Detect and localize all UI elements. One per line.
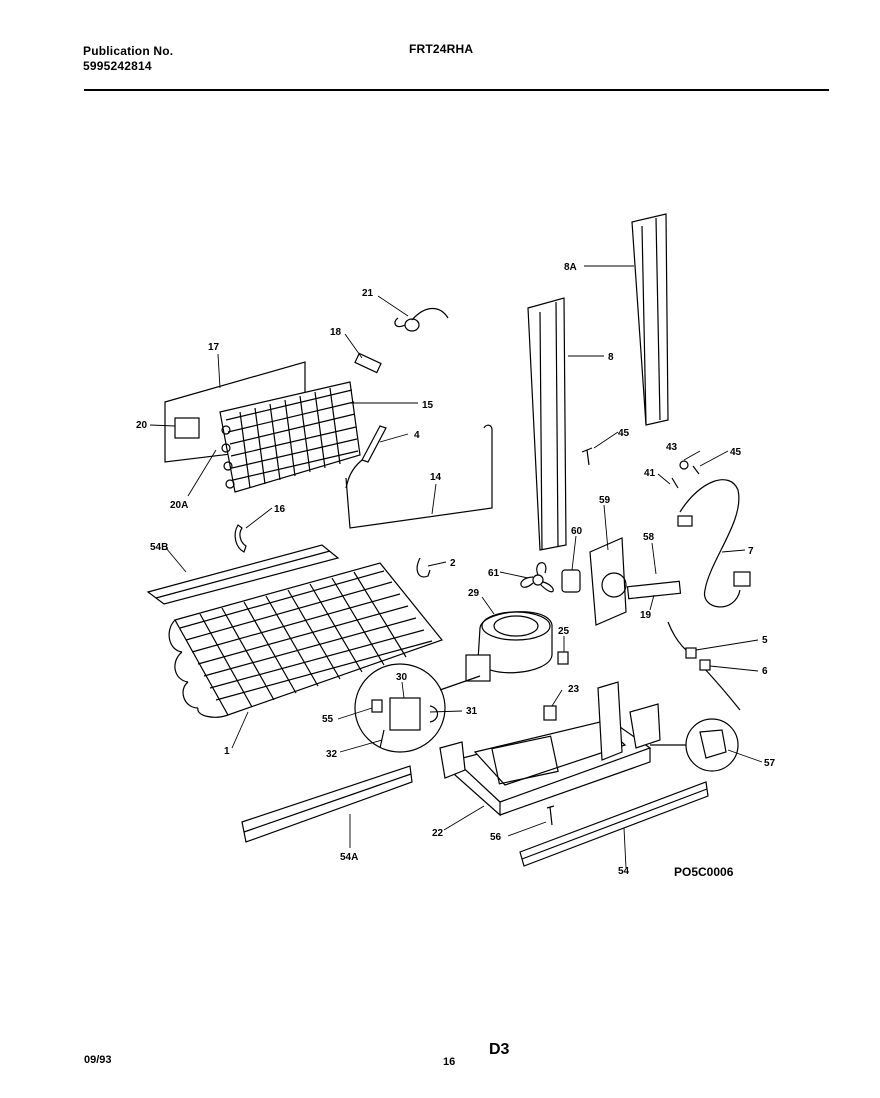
publication-number: 5995242814 — [83, 59, 152, 73]
callout-20: 20 — [136, 420, 148, 431]
callout-21: 21 — [362, 288, 374, 299]
fan-blade-61 — [520, 562, 554, 593]
callout-8A: 8A — [564, 262, 577, 273]
callout-57: 57 — [764, 758, 776, 769]
channel-8A — [631, 213, 669, 426]
callout-30: 30 — [396, 672, 408, 683]
tube-19 — [626, 580, 682, 600]
callout-22: 22 — [432, 828, 444, 839]
callout-14: 14 — [430, 472, 442, 483]
part-43 — [679, 460, 689, 470]
callout-55: 55 — [322, 714, 334, 725]
callout-1: 1 — [224, 746, 230, 757]
clip-2 — [416, 557, 431, 578]
sensor-4 — [361, 425, 387, 463]
screw-56 — [546, 805, 555, 826]
callout-29: 29 — [468, 588, 480, 599]
publication-label: Publication No. — [83, 44, 174, 58]
footer-page-number: 16 — [443, 1056, 456, 1068]
callout-18: 18 — [330, 327, 342, 338]
diagram-artwork — [146, 213, 751, 867]
callout-45-b: 45 — [730, 447, 742, 458]
callout-58: 58 — [643, 532, 655, 543]
callout-8: 8 — [608, 352, 614, 363]
callout-20A: 20A — [170, 500, 188, 511]
fan-bracket-59 — [589, 537, 627, 626]
callout-15: 15 — [422, 400, 434, 411]
callout-45-a: 45 — [618, 428, 630, 439]
callout-23: 23 — [568, 684, 580, 695]
fan-motor-60 — [561, 569, 581, 593]
callout-32: 32 — [326, 749, 338, 760]
condenser-coil — [219, 381, 361, 493]
clip-18 — [354, 352, 382, 374]
callout-4: 4 — [414, 430, 420, 441]
screw-45 — [581, 447, 593, 466]
callout-43: 43 — [666, 442, 678, 453]
callout-25: 25 — [558, 626, 570, 637]
inset-relay-detail — [354, 663, 446, 753]
compressor-29 — [465, 611, 553, 682]
header-rule — [84, 89, 829, 91]
callout-6: 6 — [762, 666, 768, 677]
channel-8 — [527, 297, 567, 551]
clip-16 — [234, 524, 247, 553]
bracket-54A — [241, 765, 413, 843]
callout-54: 54 — [618, 866, 630, 877]
callout-59: 59 — [599, 495, 611, 506]
grommet-23 — [543, 705, 557, 721]
callout-17: 17 — [208, 342, 220, 353]
power-cord-7 — [679, 479, 741, 608]
drawing-code: PO5C0006 — [674, 865, 734, 879]
bracket-20 — [174, 417, 200, 439]
callout-19: 19 — [640, 610, 652, 621]
callout-16: 16 — [274, 504, 286, 515]
callout-54B: 54B — [150, 542, 168, 553]
evaporator-coil-1 — [168, 562, 444, 718]
footer-section-code: D3 — [489, 1041, 510, 1058]
harness-21 — [404, 318, 420, 332]
callout-7: 7 — [748, 546, 754, 557]
footer-date: 09/93 — [84, 1054, 112, 1066]
grommet-25 — [557, 651, 569, 665]
callout-61: 61 — [488, 568, 500, 579]
base-pan-22 — [439, 681, 661, 817]
callout-labels: 21 17 18 15 20 4 20A 14 16 8A 8 45 43 45… — [136, 262, 776, 879]
callout-56: 56 — [490, 832, 502, 843]
part-41 — [671, 465, 700, 489]
model-number: FRT24RHA — [409, 42, 474, 56]
drain-tube-14 — [345, 424, 493, 529]
callout-2: 2 — [450, 558, 456, 569]
leader-lines — [149, 265, 763, 869]
callout-5: 5 — [762, 635, 768, 646]
callout-41: 41 — [644, 468, 656, 479]
callout-54A: 54A — [340, 852, 358, 863]
callout-31: 31 — [466, 706, 478, 717]
callout-60: 60 — [571, 526, 583, 537]
